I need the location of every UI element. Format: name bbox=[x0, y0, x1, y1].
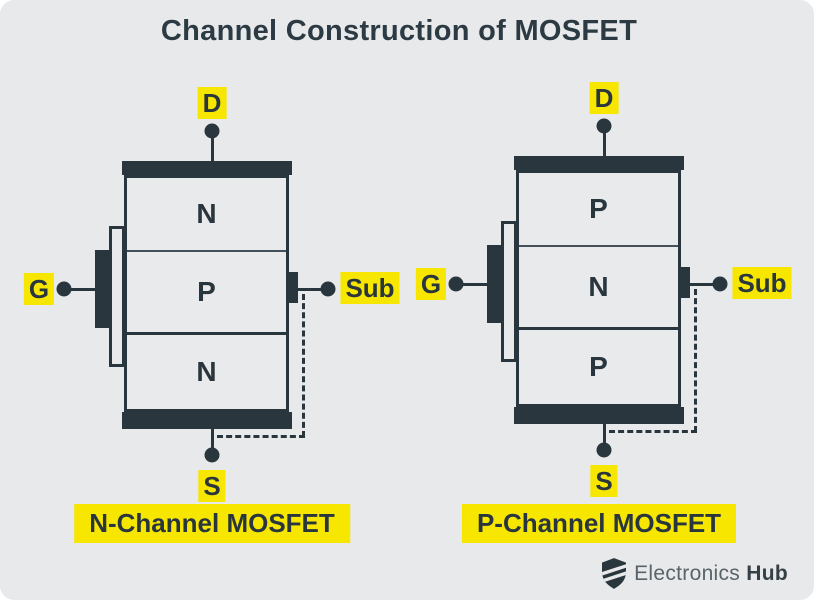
substrate-source-dashed-connector-vertical bbox=[302, 294, 305, 437]
p-channel-mosfet-diagram: D P N P G Sub S bbox=[414, 75, 792, 505]
gate-lead-wire bbox=[64, 287, 96, 291]
electronics-hub-logo: Electronics Hub bbox=[602, 558, 788, 589]
drain-terminal-label: D bbox=[589, 82, 619, 114]
substrate-source-dashed-connector-horizontal bbox=[217, 435, 305, 438]
source-lead-wire bbox=[210, 427, 214, 455]
source-lead-wire bbox=[602, 422, 606, 450]
substrate-terminal-dot bbox=[712, 276, 728, 292]
gate-lead-wire bbox=[456, 282, 488, 286]
source-contact-plate bbox=[122, 412, 292, 429]
substrate-lead-wire bbox=[297, 287, 328, 291]
gate-oxide-layer bbox=[501, 221, 517, 362]
brand-name-bold: Hub bbox=[746, 561, 788, 585]
gate-oxide-layer bbox=[109, 226, 125, 367]
substrate-contact-plate bbox=[679, 267, 690, 298]
semiconductor-layer-bottom: P bbox=[589, 351, 608, 383]
brand-name-regular: Electronics bbox=[634, 561, 741, 585]
semiconductor-layer-top: N bbox=[196, 197, 217, 229]
source-terminal-label: S bbox=[198, 470, 226, 502]
gate-terminal-dot bbox=[448, 276, 464, 292]
gate-terminal-label: G bbox=[23, 273, 55, 305]
gate-metal-plate bbox=[487, 245, 501, 323]
semiconductor-body: N P N bbox=[124, 175, 289, 412]
drain-contact-plate bbox=[514, 156, 684, 170]
page-title: Channel Construction of MOSFET bbox=[160, 15, 638, 47]
p-channel-caption: P-Channel MOSFET bbox=[461, 504, 737, 543]
semiconductor-body: P N P bbox=[516, 170, 681, 407]
drain-lead-wire bbox=[602, 126, 606, 157]
semiconductor-layer-top: P bbox=[589, 192, 608, 224]
semiconductor-layer-bottom: N bbox=[196, 356, 217, 388]
source-terminal-dot bbox=[204, 447, 220, 463]
substrate-terminal-label: Sub bbox=[340, 272, 400, 304]
drain-terminal-label: D bbox=[197, 87, 227, 119]
gate-terminal-dot bbox=[56, 281, 72, 297]
source-contact-plate bbox=[514, 407, 684, 424]
source-terminal-dot bbox=[596, 442, 612, 458]
drain-lead-wire bbox=[210, 131, 214, 162]
gate-terminal-label: G bbox=[415, 268, 447, 300]
substrate-lead-wire bbox=[689, 282, 720, 286]
substrate-source-dashed-connector-horizontal bbox=[609, 430, 697, 433]
brand-name: Electronics Hub bbox=[634, 562, 788, 586]
gate-metal-plate bbox=[95, 250, 109, 328]
shield-bolt-icon bbox=[602, 558, 627, 589]
n-channel-caption: N-Channel MOSFET bbox=[74, 504, 350, 543]
n-channel-mosfet-diagram: D N P N G Sub S bbox=[22, 80, 400, 510]
semiconductor-layer-middle: P bbox=[127, 249, 286, 336]
drain-contact-plate bbox=[122, 161, 292, 175]
substrate-terminal-label: Sub bbox=[732, 267, 792, 299]
substrate-terminal-dot bbox=[320, 281, 336, 297]
substrate-source-dashed-connector-vertical bbox=[694, 289, 697, 432]
semiconductor-layer-middle: N bbox=[519, 244, 678, 331]
substrate-contact-plate bbox=[287, 272, 298, 303]
source-terminal-label: S bbox=[590, 465, 618, 497]
